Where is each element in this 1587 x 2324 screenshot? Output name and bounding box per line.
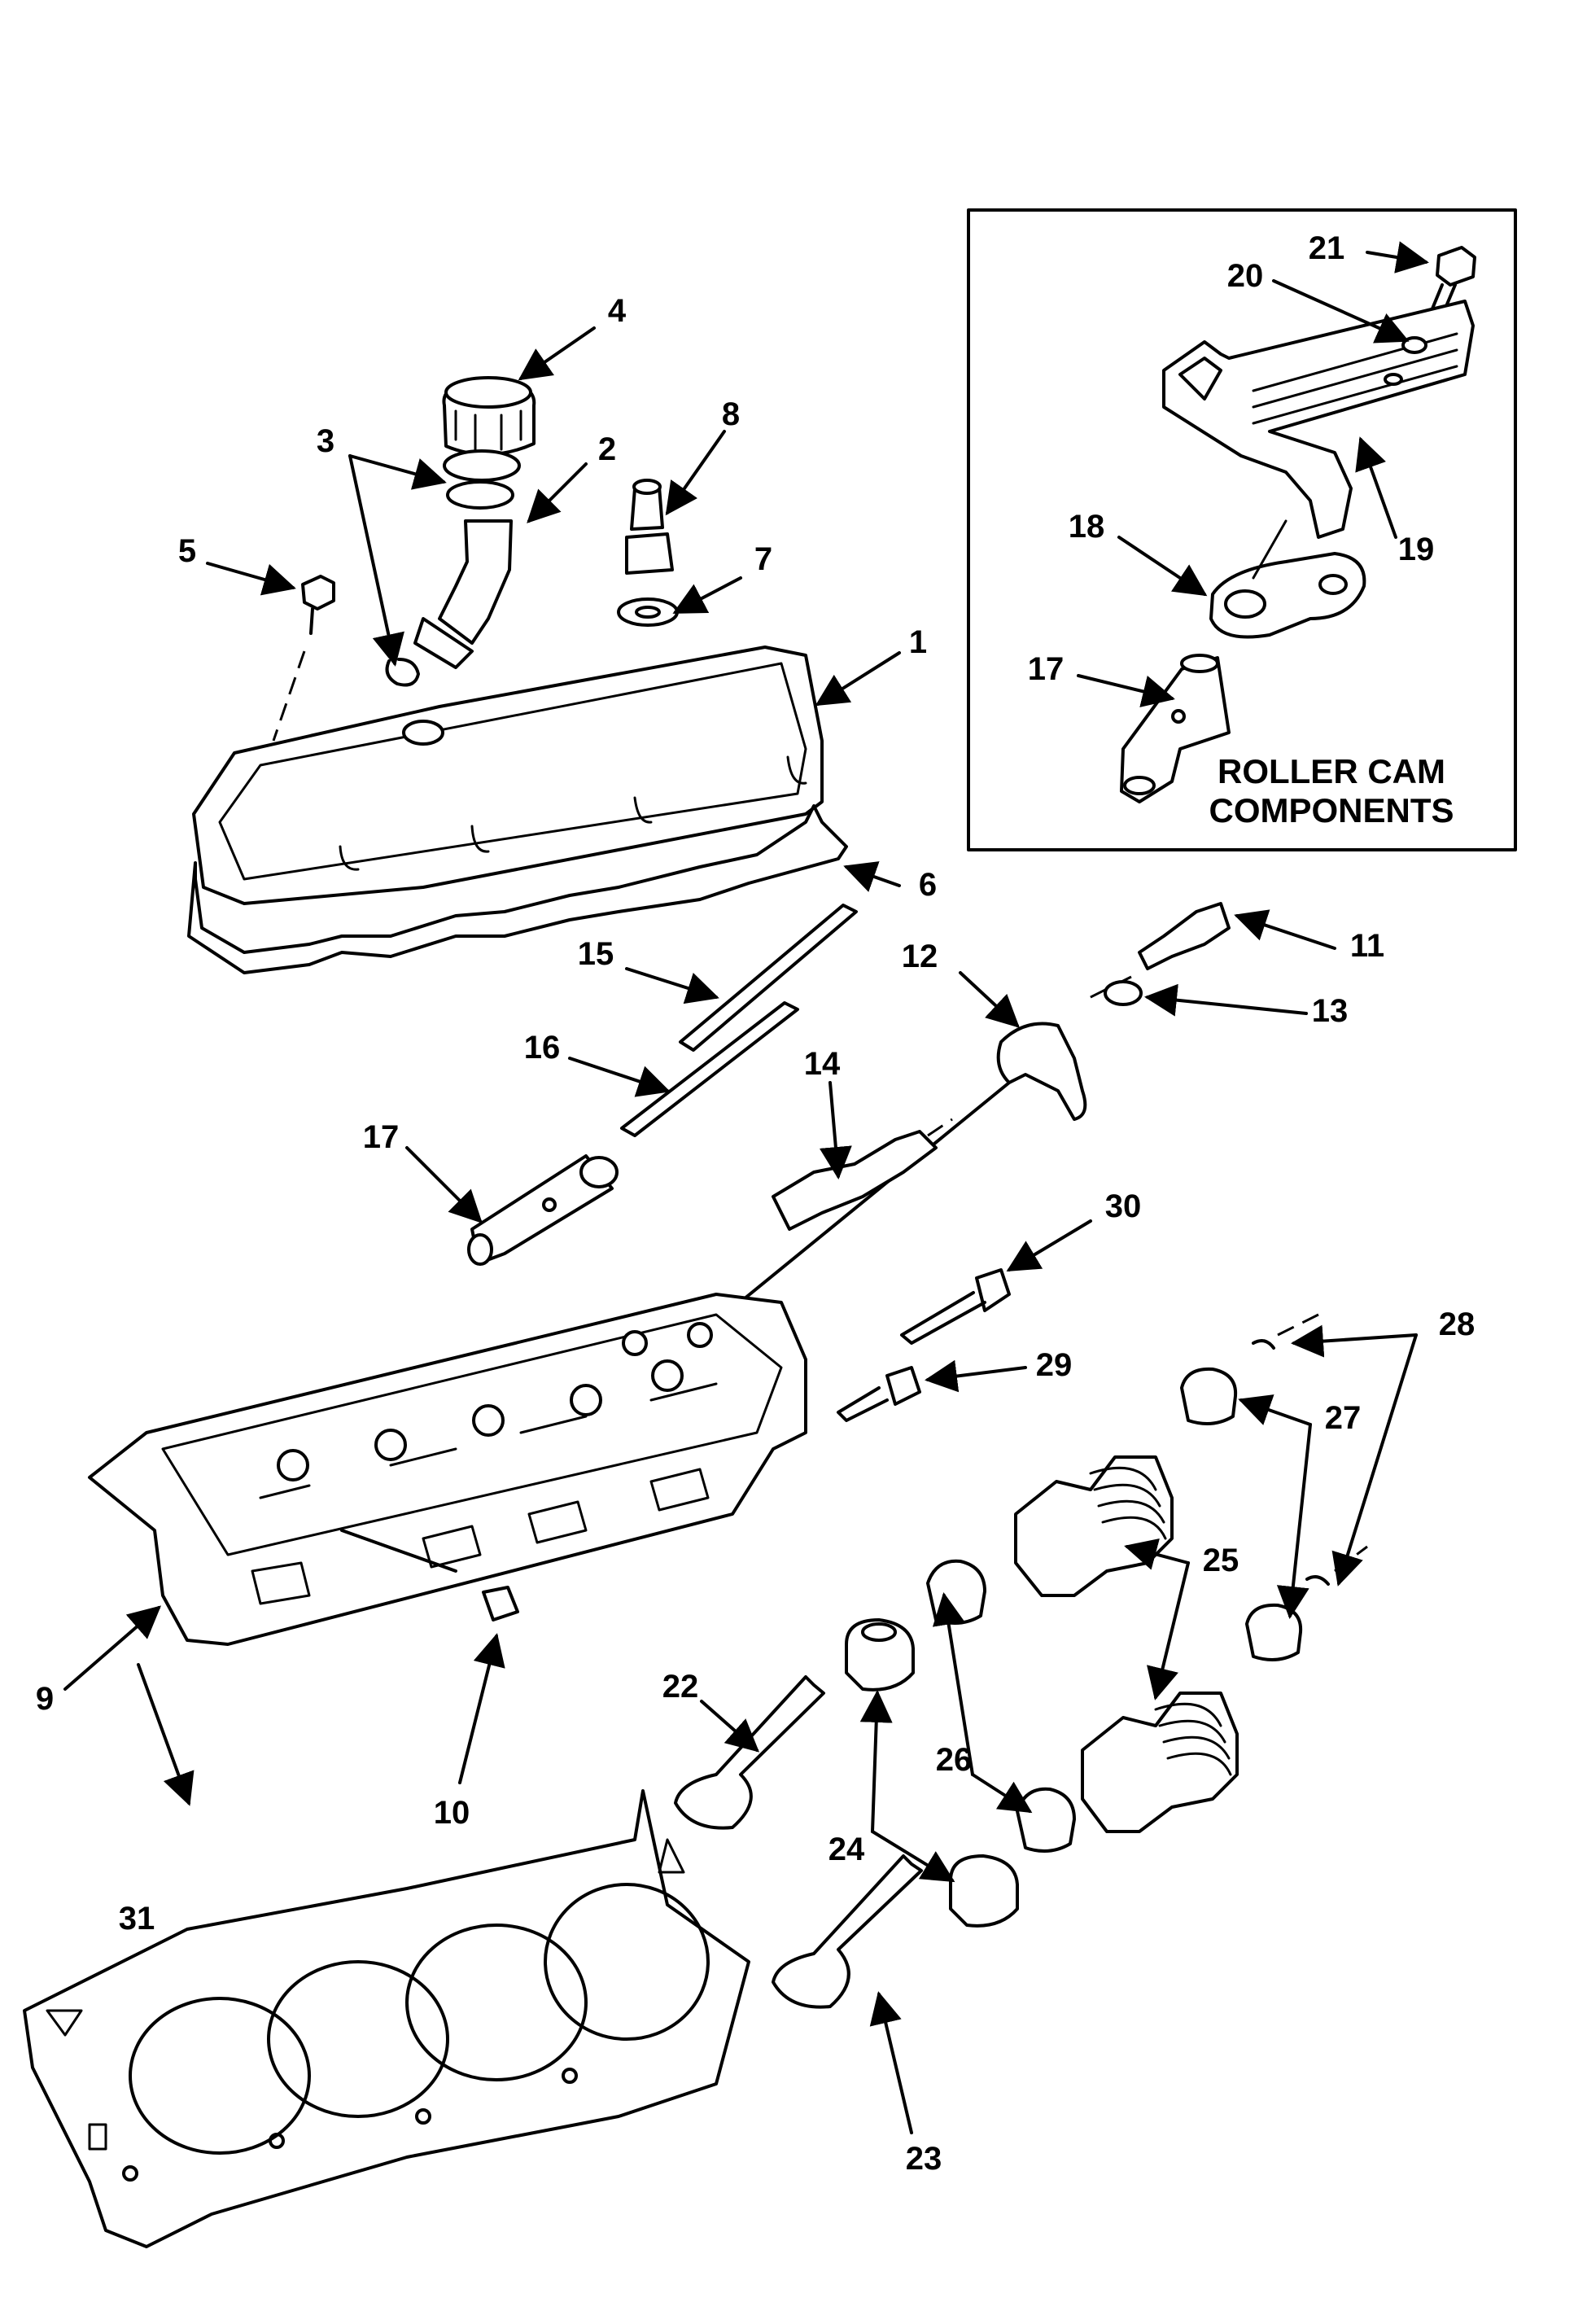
part-22-valve — [674, 1675, 825, 1830]
callout-6: 6 — [919, 867, 937, 903]
callout-25: 25 — [1203, 1543, 1239, 1578]
part-7-grommet — [617, 597, 679, 627]
part-27-retainer-upper — [1180, 1367, 1238, 1425]
part-18-guide — [1209, 519, 1366, 639]
part-10-plug — [340, 1529, 519, 1622]
callout-30: 30 — [1105, 1188, 1142, 1224]
callout-7: 7 — [754, 541, 772, 577]
part-28-keys-upper — [1252, 1313, 1319, 1350]
callout-22: 22 — [662, 1669, 699, 1705]
callout-16: 16 — [524, 1030, 561, 1066]
callout-8: 8 — [722, 396, 740, 432]
part-17-lifter — [467, 1154, 619, 1266]
part-14-guide-plate — [772, 1118, 953, 1231]
callout-19: 19 — [1398, 532, 1435, 567]
roller-cam-inset: ROLLER CAM COMPONENTS — [967, 208, 1517, 851]
inset-title-line1: ROLLER CAM — [1218, 752, 1445, 790]
callout-20: 20 — [1227, 258, 1264, 294]
callout-21: 21 — [1309, 230, 1345, 266]
callout-31: 31 — [119, 1901, 155, 1937]
part-25-spring-upper — [1014, 1455, 1174, 1597]
callout-18: 18 — [1069, 509, 1105, 545]
callout-15: 15 — [578, 936, 614, 972]
part-19-retainer — [1162, 300, 1475, 539]
part-1-rocker-cover — [192, 646, 824, 905]
part-30-stud — [900, 1268, 1011, 1345]
callout-26: 26 — [936, 1742, 973, 1778]
part-9-cylinder-head — [88, 1293, 807, 1646]
callout-2: 2 — [598, 431, 616, 467]
callout-4: 4 — [608, 293, 627, 329]
inset-frame — [967, 208, 1517, 851]
part-31-head-gasket — [23, 1789, 750, 2248]
part-11-stud — [1082, 902, 1231, 1003]
part-4-oil-cap — [442, 376, 536, 457]
part-6-gasket — [187, 804, 848, 974]
part-16-pushrod — [620, 1001, 799, 1137]
part-29-stud — [837, 1366, 921, 1422]
part-12-rocker-arm — [698, 1022, 1087, 1337]
part-28-keys-lower — [1305, 1545, 1368, 1586]
callout-1: 1 — [909, 624, 927, 660]
part-23-valve — [772, 1854, 923, 2009]
callout-labels: 4 3 2 8 5 7 1 6 15 16 17 12 11 13 14 30 … — [36, 230, 1475, 2177]
callout-29: 29 — [1036, 1347, 1073, 1383]
part-26-seal-lower — [1016, 1787, 1076, 1853]
part-15-pushrod — [679, 904, 858, 1052]
part-24-seal-upper — [845, 1618, 915, 1692]
callout-5: 5 — [178, 533, 196, 569]
callout-12: 12 — [902, 939, 938, 974]
part-24-seal-lower — [949, 1854, 1019, 1928]
callout-11: 11 — [1350, 928, 1384, 964]
callout-27: 27 — [1325, 1400, 1362, 1436]
part-8-pcv-valve — [625, 479, 674, 575]
leader-lines — [63, 241, 1429, 2134]
part-26-seal-upper — [926, 1559, 986, 1625]
part-27-retainer-lower — [1245, 1603, 1303, 1661]
callout-28: 28 — [1439, 1306, 1476, 1342]
part-2-filler-tube — [413, 480, 514, 669]
callout-3: 3 — [317, 423, 334, 459]
part-13-ball — [1104, 980, 1143, 1006]
callout-23: 23 — [906, 2141, 942, 2177]
callout-17: 17 — [363, 1119, 400, 1155]
part-17-roller-lifter — [1120, 654, 1231, 803]
callout-10: 10 — [434, 1795, 470, 1831]
part-25-spring-lower — [1081, 1692, 1239, 1833]
callout-14: 14 — [804, 1046, 841, 1082]
callout-24: 24 — [828, 1832, 865, 1867]
part-5-bolt — [272, 575, 335, 742]
inset-title-line2: COMPONENTS — [1209, 791, 1454, 829]
callout-13: 13 — [1312, 993, 1349, 1029]
callout-17-inset: 17 — [1028, 651, 1065, 687]
callout-9: 9 — [36, 1681, 54, 1717]
